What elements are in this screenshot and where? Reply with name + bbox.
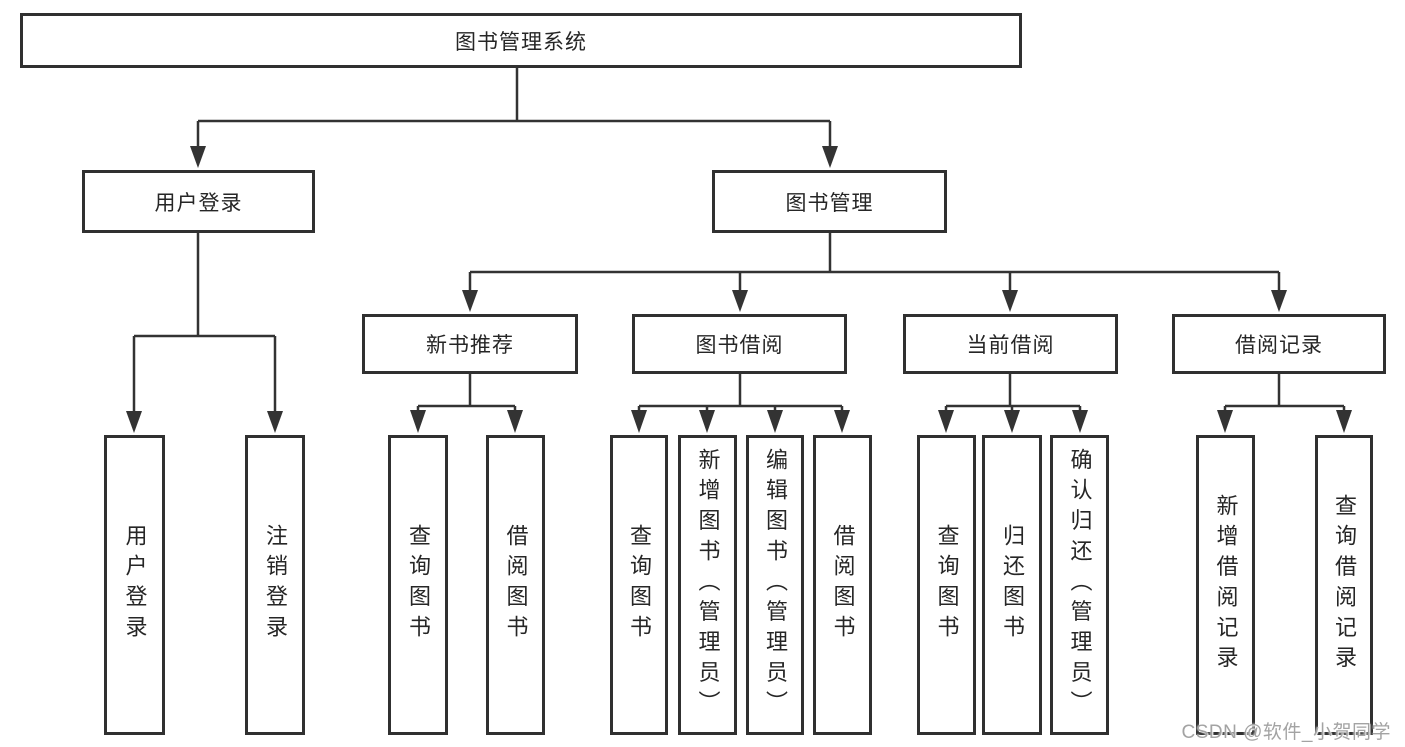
leaf-borrow-books-borrowing: 借阅图书 — [813, 435, 872, 735]
leaf-label: 确认归还（管理员） — [1067, 448, 1093, 722]
leaf-label: 查询图书 — [627, 524, 652, 646]
node-book-borrowing: 图书借阅 — [632, 314, 847, 374]
leaf-label: 新增图书（管理员） — [695, 448, 721, 722]
csdn-watermark: CSDN @软件_小贺同学 — [1181, 722, 1391, 743]
leaf-label: 新增借阅记录 — [1213, 493, 1239, 677]
leaf-query-books-recommend: 查询图书 — [388, 435, 448, 735]
node-label: 借阅记录 — [1235, 334, 1323, 357]
leaf-return-books: 归还图书 — [982, 435, 1042, 735]
node-book-management: 图书管理 — [712, 170, 947, 233]
node-label: 图书借阅 — [695, 334, 784, 357]
leaf-query-books-current: 查询图书 — [917, 435, 976, 735]
leaf-label: 归还图书 — [1000, 524, 1025, 646]
leaf-label: 注销登录 — [263, 524, 288, 646]
node-label: 当前借阅 — [966, 334, 1055, 357]
leaf-logout: 注销登录 — [245, 435, 305, 735]
node-library-management-system: 图书管理系统 — [20, 13, 1022, 68]
node-new-book-recommend: 新书推荐 — [362, 314, 578, 374]
leaf-label: 编辑图书（管理员） — [763, 448, 788, 722]
leaf-confirm-return-admin: 确认归还（管理员） — [1050, 435, 1109, 735]
node-borrowing-records: 借阅记录 — [1172, 314, 1386, 374]
leaf-label: 查询图书 — [934, 524, 960, 646]
node-label: 用户登录 — [154, 191, 243, 215]
leaf-label: 查询借阅记录 — [1332, 493, 1357, 677]
node-label: 新书推荐 — [426, 334, 514, 357]
node-label: 图书管理系统 — [455, 30, 587, 54]
leaf-query-books-borrowing: 查询图书 — [610, 435, 668, 735]
leaf-label: 查询图书 — [406, 524, 431, 646]
leaf-add-borrow-record: 新增借阅记录 — [1196, 435, 1255, 735]
node-label: 图书管理 — [785, 191, 874, 215]
leaf-edit-books-admin: 编辑图书（管理员） — [746, 435, 804, 735]
leaf-label: 用户登录 — [122, 524, 148, 646]
leaf-borrow-books-recommend: 借阅图书 — [486, 435, 545, 735]
leaf-label: 借阅图书 — [503, 524, 529, 646]
node-current-borrowing: 当前借阅 — [903, 314, 1118, 374]
leaf-label: 借阅图书 — [830, 524, 856, 646]
leaf-add-books-admin: 新增图书（管理员） — [678, 435, 737, 735]
leaf-user-login: 用户登录 — [104, 435, 165, 735]
leaf-query-borrow-record: 查询借阅记录 — [1315, 435, 1373, 735]
node-user-login: 用户登录 — [82, 170, 315, 233]
